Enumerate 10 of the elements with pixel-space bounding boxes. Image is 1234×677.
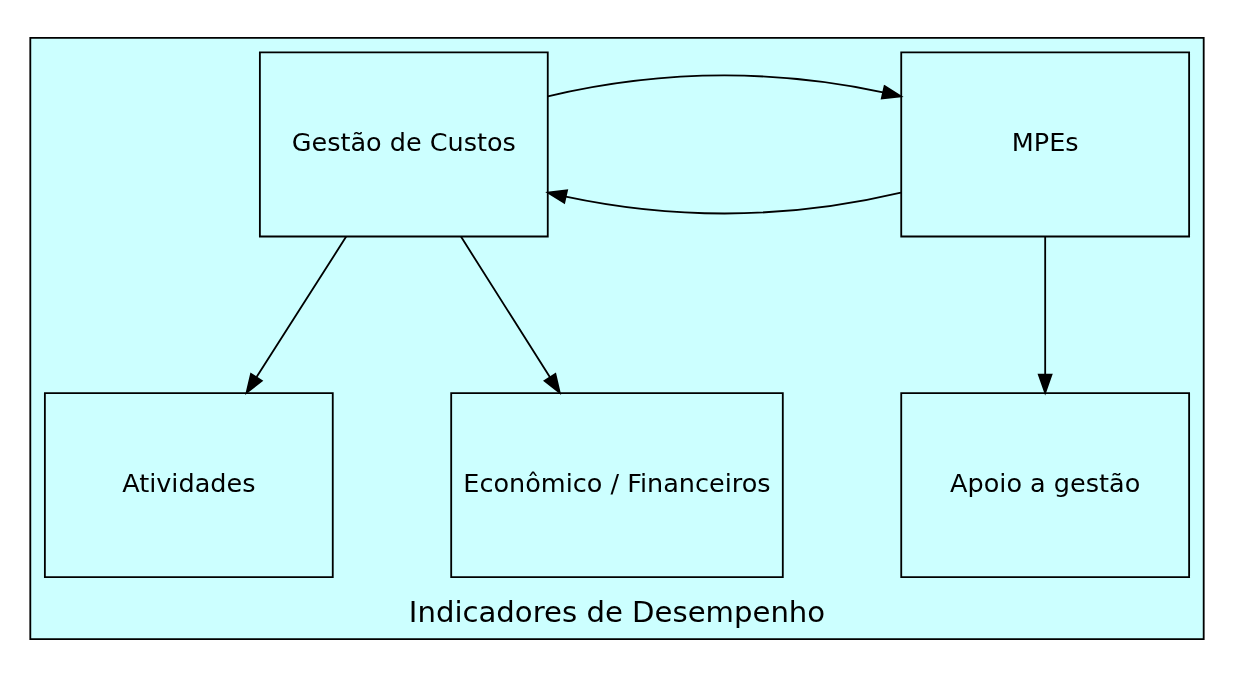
arrow — [545, 189, 902, 215]
arrow — [460, 235, 562, 396]
arrow — [245, 235, 348, 396]
arrow — [1037, 235, 1053, 396]
node-box: Gestão de Custos — [258, 51, 549, 238]
node-box: MPEs — [900, 51, 1191, 238]
arrow — [546, 74, 904, 100]
node-box: Apoio a gestão — [900, 392, 1191, 579]
node-box: Atividades — [43, 392, 334, 579]
node-box: Econômico / Financeiros — [450, 392, 784, 579]
